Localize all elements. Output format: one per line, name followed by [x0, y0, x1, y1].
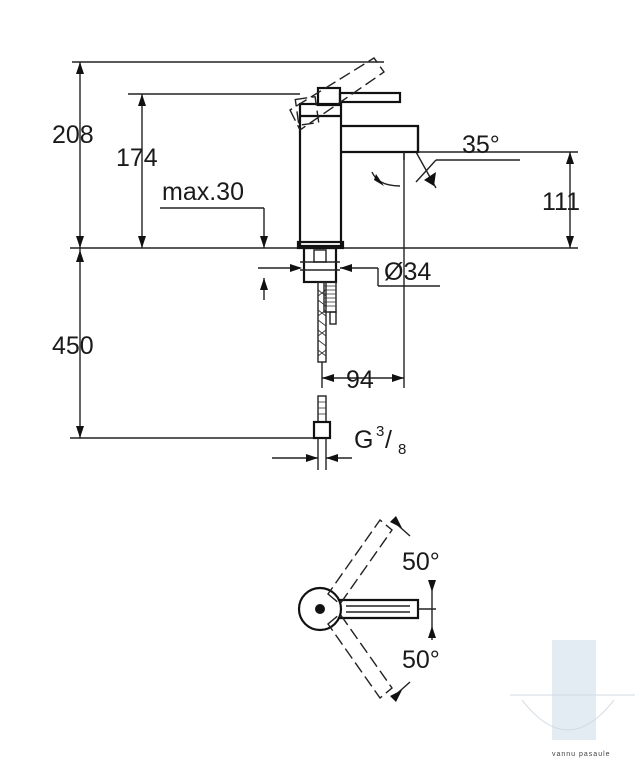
spout	[341, 124, 578, 388]
angle-upper-label: 50°	[402, 548, 440, 576]
dim-connection-main: G	[354, 426, 373, 454]
dim-lever-angle-label: 35°	[462, 131, 500, 159]
top-view-lever-upper	[327, 516, 411, 606]
top-view: 50° 50°	[297, 516, 440, 702]
top-view-lever-lower	[327, 612, 411, 702]
watermark-text: vannu pasaule	[552, 751, 611, 758]
dim-hose-length-label: 450	[52, 332, 94, 360]
dimension-94: 94	[321, 362, 404, 394]
dimension-111: 111	[542, 152, 580, 248]
dimension-lever-angle: 35°	[371, 131, 520, 187]
front-view: 208 174 max.30	[52, 57, 580, 470]
dimension-174: 174	[116, 94, 158, 248]
dimension-450: 450	[52, 248, 94, 438]
dimension-208: 208	[52, 62, 94, 248]
top-view-body	[297, 586, 343, 632]
dim-outlet-height-label: 111	[542, 188, 580, 216]
faucet-body	[296, 102, 345, 250]
mounting-assembly	[300, 246, 340, 363]
dim-connection-numerator: 3	[376, 423, 384, 440]
connector-fitting	[312, 395, 332, 470]
dim-total-height-label: 208	[52, 121, 94, 149]
angle-lower-label: 50°	[402, 646, 440, 674]
dim-base-diameter-label: Ø34	[384, 258, 431, 286]
dim-max-deck-label: max.30	[162, 178, 244, 206]
dimension-connection: G 3 / 8	[272, 423, 406, 462]
dimension-base-diameter: Ø34	[258, 258, 440, 287]
dim-spout-height-label: 174	[116, 144, 158, 172]
dim-connection-separator: /	[385, 426, 392, 454]
top-view-center	[315, 604, 325, 614]
dim-connection-denominator: 8	[398, 441, 406, 458]
watermark-logo: vannu pasaule	[510, 640, 635, 758]
dimension-max-deck: max.30	[160, 178, 268, 300]
dim-projection-label: 94	[346, 366, 374, 394]
lever-handle	[289, 57, 402, 132]
